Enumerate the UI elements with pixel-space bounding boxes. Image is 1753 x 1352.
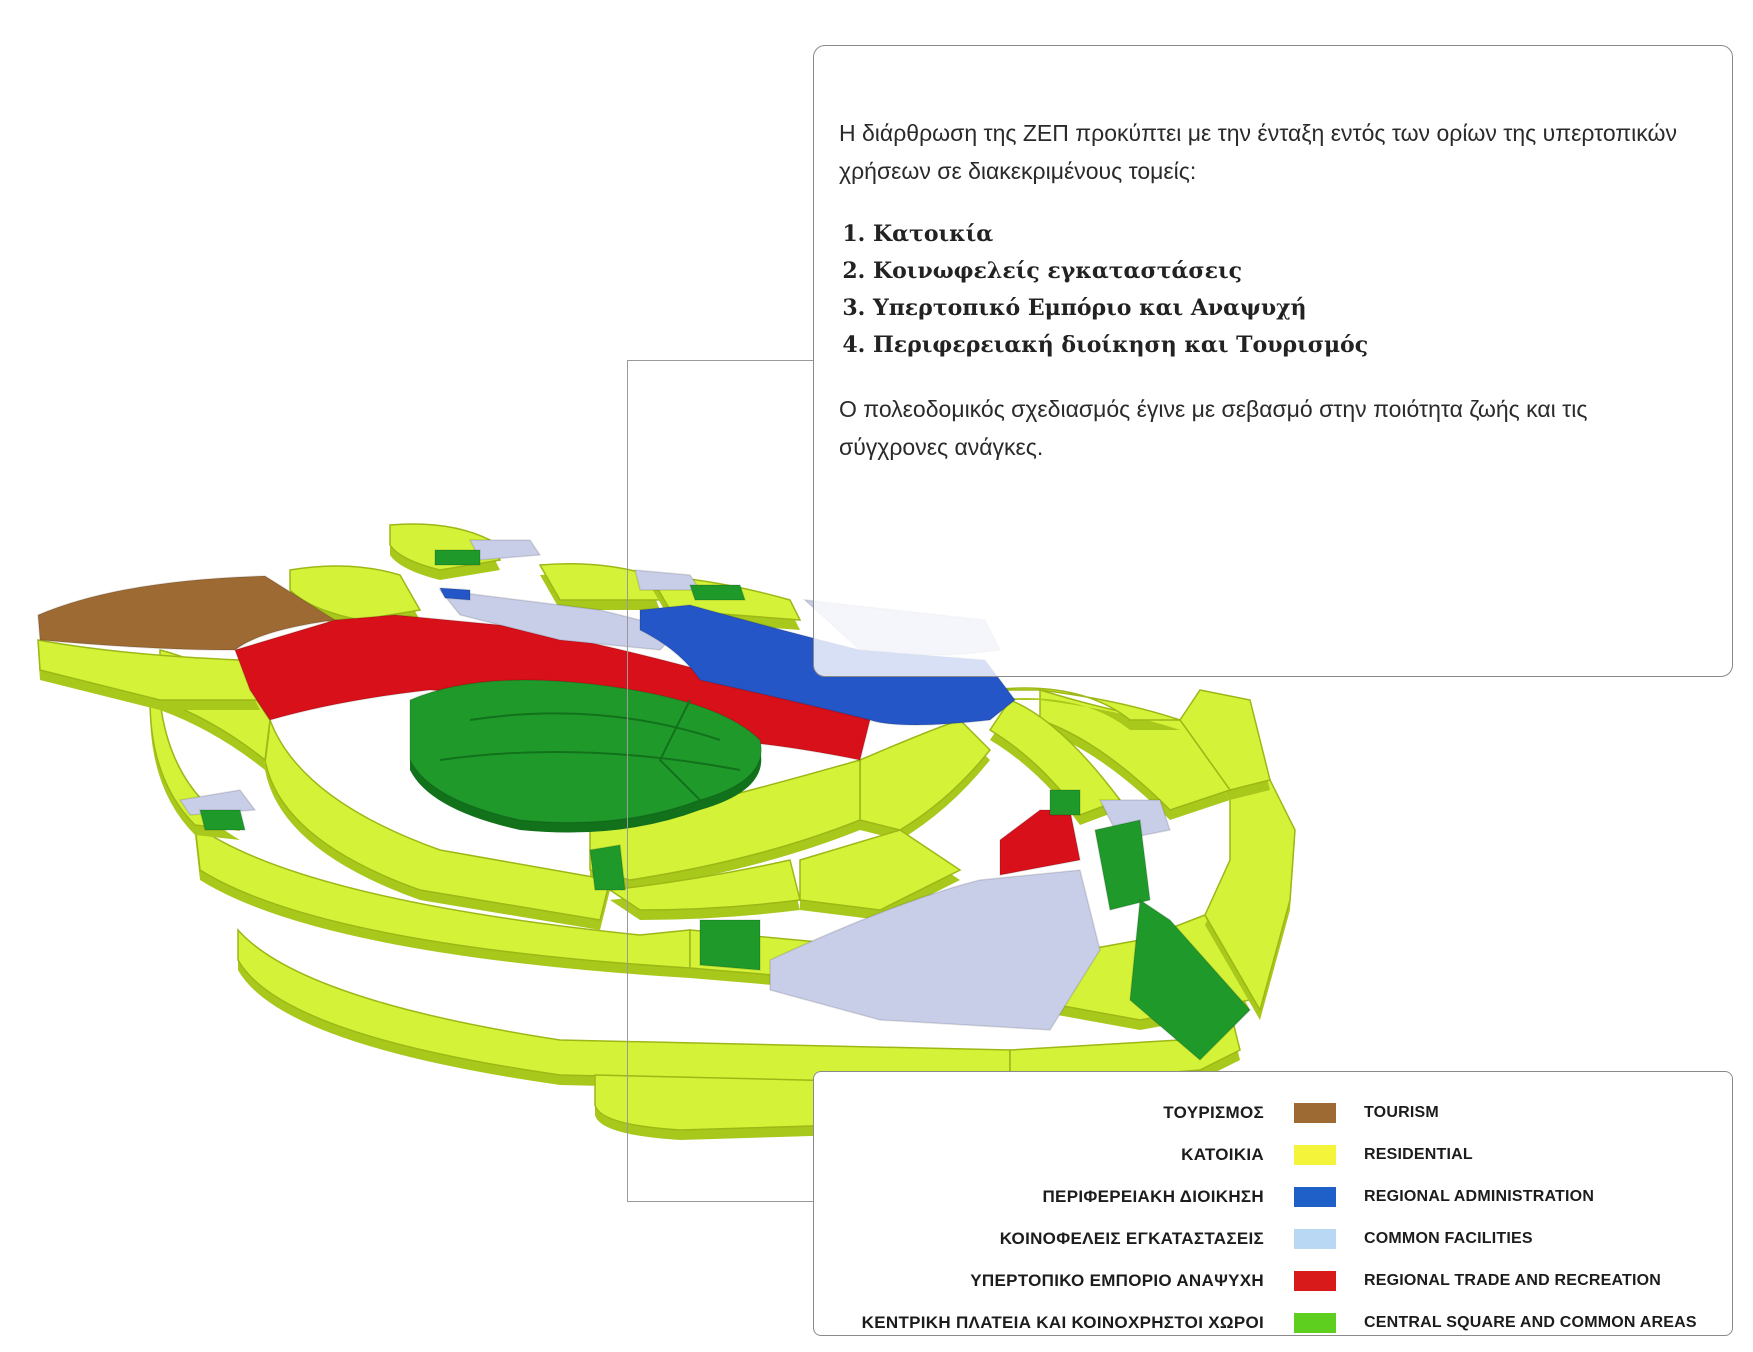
outro-text: Ο πολεοδομικός σχεδιασμός έγινε με σεβασ… [839, 396, 1588, 460]
central-square-zone [699, 919, 761, 971]
legend-row-regional-trade: ΥΠΕΡΤΟΠΙΚΟ ΕΜΠΟΡΙΟ ΑΝΑΨΥΧΗ REGIONAL TRAD… [814, 1260, 1732, 1302]
residential-block [859, 719, 992, 831]
common-facilities-zone [178, 789, 257, 816]
legend-label-english: TOURISM [1364, 1104, 1439, 1121]
legend-label-english: REGIONAL ADMINISTRATION [1364, 1188, 1595, 1205]
central-square-zone [434, 549, 481, 566]
map-zones [37, 523, 1296, 1140]
central-square-zone [1094, 819, 1151, 911]
legend-label-english: REGIONAL TRADE AND RECREATION [1364, 1272, 1662, 1289]
legend-label-english: RESIDENTIAL [1364, 1146, 1473, 1163]
info-panel: Η διάρθρωση της ΖΕΠ προκύπτει με την έντ… [813, 45, 1733, 677]
legend-swatch [1294, 1145, 1336, 1165]
legend-swatch [1294, 1187, 1336, 1207]
residential-block [799, 829, 962, 911]
central-square-zone [589, 844, 626, 891]
intro-text: Η διάρθρωση της ΖΕΠ προκύπτει με την έντ… [839, 120, 1677, 184]
legend-label-greek: ΠΕΡΙΦΕΡΕΙΑΚΗ ΔΙΟΙΚΗΣΗ [1042, 1187, 1264, 1206]
central-square-division-line [469, 712, 721, 741]
central-square-zone [199, 809, 246, 831]
residential-block-side [990, 698, 1180, 730]
legend-row-tourism: ΤΟΥΡΙΣΜΟΣ TOURISM [814, 1092, 1732, 1134]
legend-label-greek: ΚΑΤΟΙΚΙΑ [1181, 1145, 1264, 1164]
central-square-division-line [439, 751, 741, 771]
sector-item: Υπερτοπικό Εμπόριο και Αναψυχή [873, 290, 1692, 327]
legend-row-residential: ΚΑΤΟΙΚΙΑ RESIDENTIAL [814, 1134, 1732, 1176]
legend-swatch [1294, 1229, 1336, 1249]
legend-label-english: CENTRAL SQUARE AND COMMON AREAS [1364, 1314, 1697, 1331]
regional-administration-zone [438, 587, 471, 601]
central-square-division-line [658, 699, 701, 801]
legend-swatch [1294, 1313, 1336, 1333]
legend-label-greek: ΚΟΙΝΟΦΕΛΕΙΣ ΕΓΚΑΤΑΣΤΑΣΕΙΣ [999, 1229, 1264, 1248]
residential-block [264, 719, 611, 921]
legend-row-common-facilities: ΚΟΙΝΟΦΕΛΕΙΣ ΕΓΚΑΤΑΣΤΑΣΕΙΣ COMMON FACILIT… [814, 1218, 1732, 1260]
sector-item: Κατοικία [873, 216, 1692, 253]
common-facilities-zone [769, 869, 1101, 1031]
common-facilities-zone [438, 589, 682, 651]
legend-swatch [1294, 1271, 1336, 1291]
legend-row-regional-administration: ΠΕΡΙΦΕΡΕΙΑΚΗ ΔΙΟΙΚΗΣΗ REGIONAL ADMINISTR… [814, 1176, 1732, 1218]
sector-item: Κοινωφελείς εγκαταστάσεις [873, 253, 1692, 290]
sector-item: Περιφερειακή διοίκηση και Τουρισμός [873, 327, 1692, 364]
residential-block [1039, 688, 1232, 811]
legend-label-english: COMMON FACILITIES [1364, 1230, 1533, 1247]
residential-block [988, 699, 1122, 816]
residential-block [1179, 689, 1271, 791]
legend-swatch [1294, 1103, 1336, 1123]
callout-connector [627, 360, 813, 1202]
residential-block [607, 859, 801, 911]
central-square-zone [688, 584, 747, 601]
legend-label-greek: ΚΕΝΤΡΙΚΗ ΠΛΑΤΕΙΑ ΚΑΙ ΚΟΙΝΟΧΡΗΣΤΟΙ ΧΩΡΟΙ [861, 1313, 1264, 1332]
central-square-zone [1129, 898, 1252, 1062]
residential-block [1204, 779, 1296, 1012]
tourism-zone [37, 575, 338, 651]
legend-label-greek: ΤΟΥΡΙΣΜΟΣ [1163, 1103, 1264, 1122]
legend-label-greek: ΥΠΕΡΤΟΠΙΚΟ ΕΜΠΟΡΙΟ ΑΝΑΨΥΧΗ [970, 1271, 1264, 1290]
legend: ΤΟΥΡΙΣΜΟΣ TOURISM ΚΑΤΟΙΚΙΑ RESIDENTIAL Π… [813, 1071, 1733, 1336]
regional-trade-zone [999, 809, 1081, 876]
central-square-zone [1049, 789, 1081, 816]
residential-block [989, 687, 1181, 721]
sector-list: Κατοικία Κοινωφελείς εγκαταστάσεις Υπερτ… [839, 216, 1692, 364]
legend-row-central-square: ΚΕΝΤΡΙΚΗ ΠΛΑΤΕΙΑ ΚΑΙ ΚΟΙΝΟΧΡΗΣΤΟΙ ΧΩΡΟΙ … [814, 1302, 1732, 1344]
